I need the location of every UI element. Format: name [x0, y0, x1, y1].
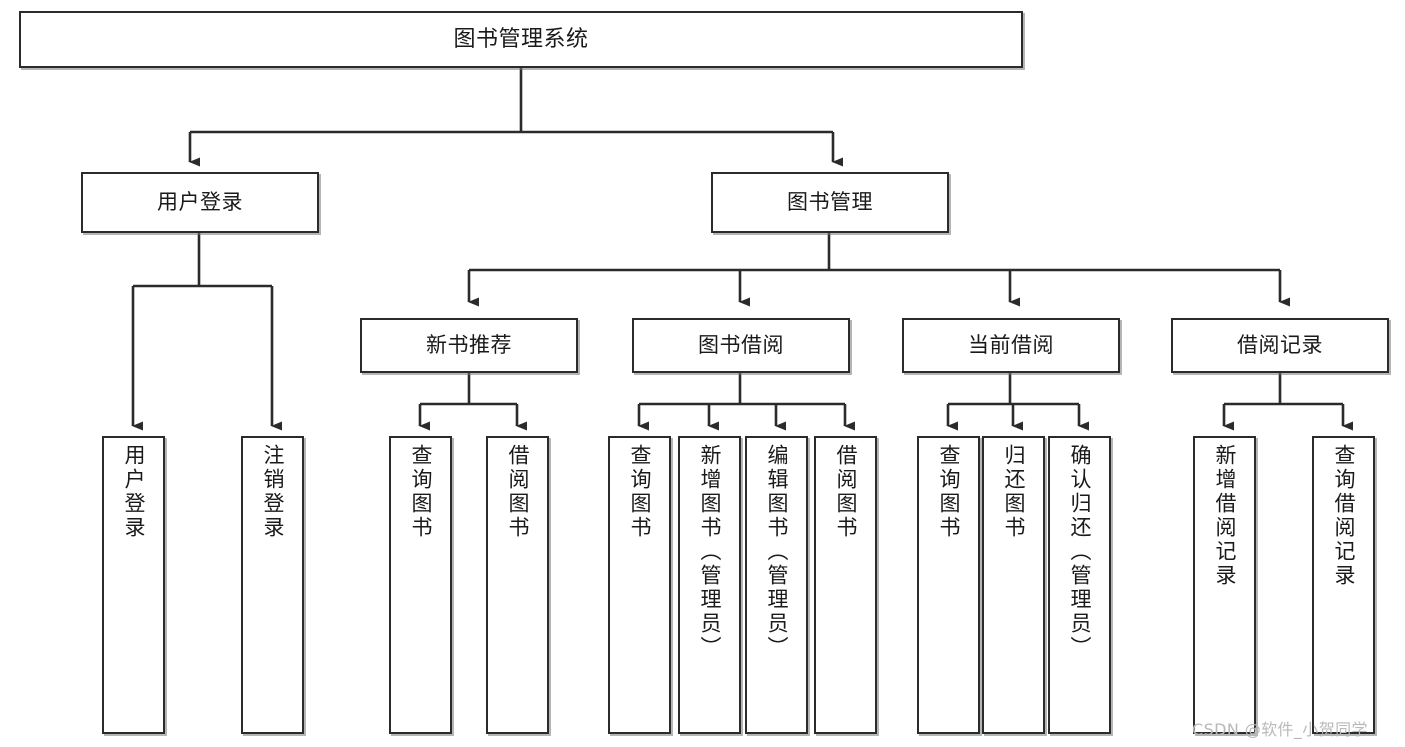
- leaf-user-login-logout[interactable]: 注销登录: [241, 436, 304, 734]
- leaf-book-borrow-add[interactable]: 新增图书（管理员）: [678, 436, 741, 734]
- node-label-current-borrow: 当前借阅: [968, 333, 1054, 358]
- leaf-label-new-book-query: 查询图书: [409, 444, 433, 540]
- node-label-new-book-recommend: 新书推荐: [426, 333, 512, 358]
- node-label-root: 图书管理系统: [453, 26, 589, 52]
- leaf-user-login-login[interactable]: 用户登录: [102, 436, 165, 734]
- leaf-label-book-borrow-borrow: 借阅图书: [834, 444, 858, 540]
- node-book-borrow[interactable]: 图书借阅: [632, 318, 850, 373]
- leaf-borrow-record-query[interactable]: 查询借阅记录: [1312, 436, 1375, 734]
- node-book-management[interactable]: 图书管理: [711, 172, 949, 233]
- leaf-label-new-book-borrow: 借阅图书: [506, 444, 530, 540]
- node-label-book-borrow: 图书借阅: [698, 333, 784, 358]
- node-label-book-management: 图书管理: [787, 190, 873, 215]
- node-new-book-recommend[interactable]: 新书推荐: [360, 318, 578, 373]
- node-borrow-record[interactable]: 借阅记录: [1171, 318, 1389, 373]
- leaf-label-user-login-logout: 注销登录: [261, 444, 285, 540]
- leaf-new-book-query[interactable]: 查询图书: [389, 436, 452, 734]
- leaf-label-current-borrow-confirm: 确认归还（管理员）: [1068, 444, 1092, 660]
- leaf-label-current-borrow-query: 查询图书: [937, 444, 961, 540]
- leaf-label-book-borrow-query: 查询图书: [628, 444, 652, 540]
- leaf-label-book-borrow-add: 新增图书（管理员）: [698, 444, 722, 660]
- leaf-book-borrow-edit[interactable]: 编辑图书（管理员）: [745, 436, 808, 734]
- leaf-new-book-borrow[interactable]: 借阅图书: [486, 436, 549, 734]
- leaf-book-borrow-borrow[interactable]: 借阅图书: [814, 436, 877, 734]
- leaf-current-borrow-return[interactable]: 归还图书: [982, 436, 1045, 734]
- node-current-borrow[interactable]: 当前借阅: [902, 318, 1120, 373]
- leaf-label-user-login-login: 用户登录: [122, 444, 146, 540]
- leaf-label-borrow-record-add: 新增借阅记录: [1213, 444, 1237, 588]
- node-label-borrow-record: 借阅记录: [1237, 333, 1323, 358]
- node-root-system[interactable]: 图书管理系统: [19, 11, 1023, 68]
- leaf-current-borrow-confirm[interactable]: 确认归还（管理员）: [1048, 436, 1111, 734]
- leaf-label-book-borrow-edit: 编辑图书（管理员）: [765, 444, 789, 660]
- node-label-user-login: 用户登录: [157, 190, 243, 215]
- leaf-label-current-borrow-return: 归还图书: [1002, 444, 1026, 540]
- leaf-borrow-record-add[interactable]: 新增借阅记录: [1193, 436, 1256, 734]
- node-user-login[interactable]: 用户登录: [81, 172, 319, 233]
- leaf-book-borrow-query[interactable]: 查询图书: [608, 436, 671, 734]
- leaf-current-borrow-query[interactable]: 查询图书: [917, 436, 980, 734]
- leaf-label-borrow-record-query: 查询借阅记录: [1332, 444, 1356, 588]
